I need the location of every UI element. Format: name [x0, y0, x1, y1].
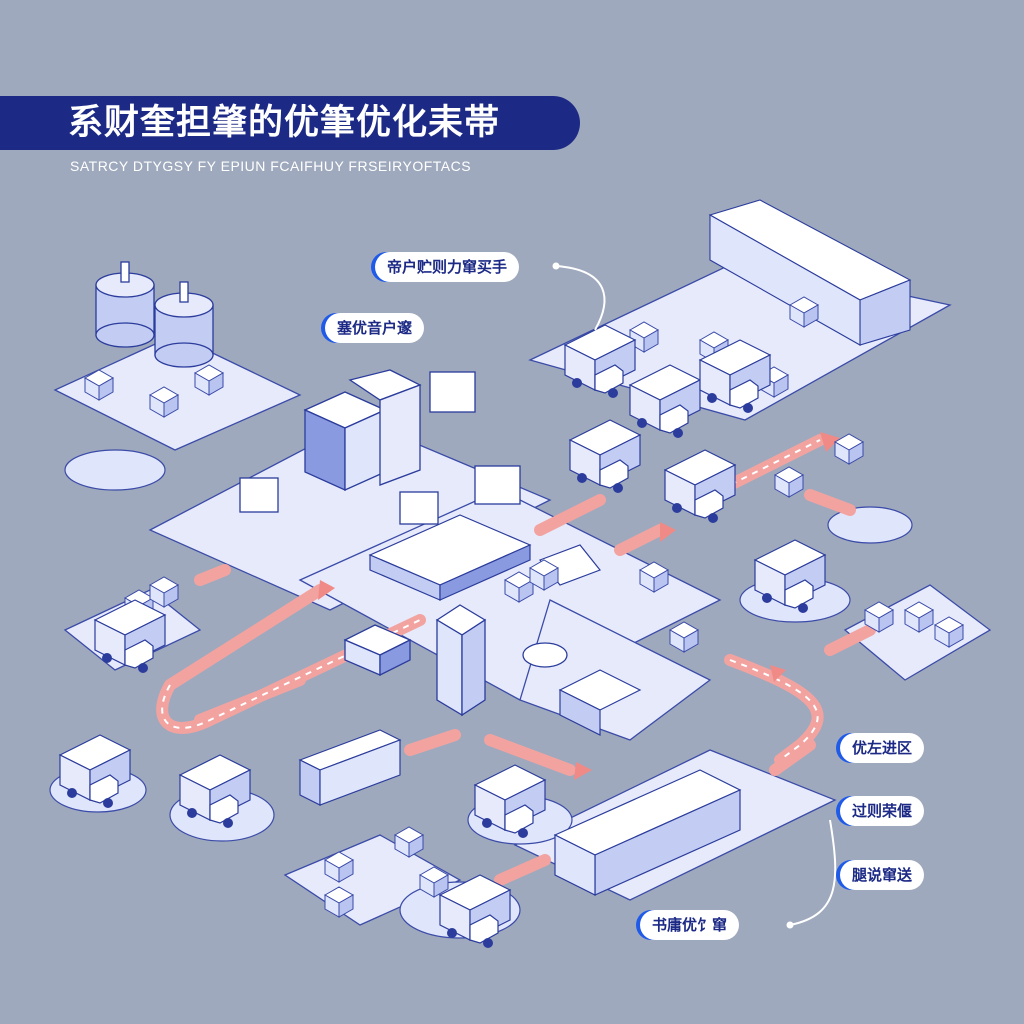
leader-dot	[786, 921, 794, 929]
storage-tanks	[95, 261, 214, 368]
page-title: 系财奎担肇的优筆优化耒帯	[68, 103, 501, 143]
hub-box	[343, 624, 568, 677]
title-banner: 系财奎担肇的优筆优化耒帯	[0, 96, 580, 150]
container-blocks	[298, 669, 742, 896]
sorting-center	[368, 514, 601, 601]
leader-dot	[552, 262, 560, 270]
arrow-heads	[318, 432, 840, 780]
callout-label: 优左进区	[840, 733, 925, 763]
leader-lines	[555, 265, 837, 926]
callout-label: 帝户贮则力窜买手	[375, 252, 520, 282]
callout-label: 腿说窜送	[840, 860, 925, 890]
flow-arrow-core	[161, 439, 821, 761]
main-warehouse	[239, 369, 521, 525]
distribution-depot	[708, 199, 912, 346]
callout-label: 书庸优饣窜	[640, 910, 740, 940]
callout-label: 塞优音户邃	[325, 313, 425, 343]
office-tower	[435, 604, 487, 717]
page-subtitle: SATRCY DTYGSY FY EPIUN FCAIFHUY FRSEIRYO…	[70, 158, 472, 174]
callout-label: 过则荣偃	[840, 796, 925, 826]
